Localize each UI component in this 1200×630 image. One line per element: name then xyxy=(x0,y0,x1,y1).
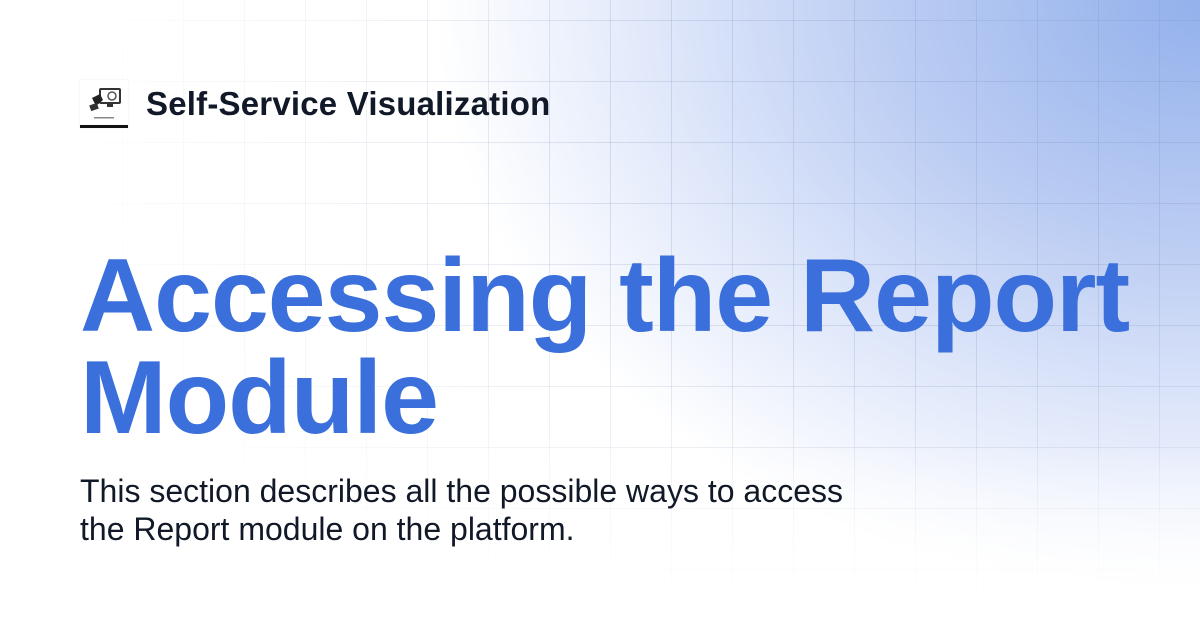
monitor-hand-icon xyxy=(80,88,128,128)
brand: Self-Service Visualization xyxy=(80,80,550,128)
page-title: Accessing the Report Module xyxy=(80,238,1130,456)
brand-name: Self-Service Visualization xyxy=(146,85,551,122)
page-description: This section describes all the possible … xyxy=(80,473,844,547)
brand-logo xyxy=(80,80,128,128)
